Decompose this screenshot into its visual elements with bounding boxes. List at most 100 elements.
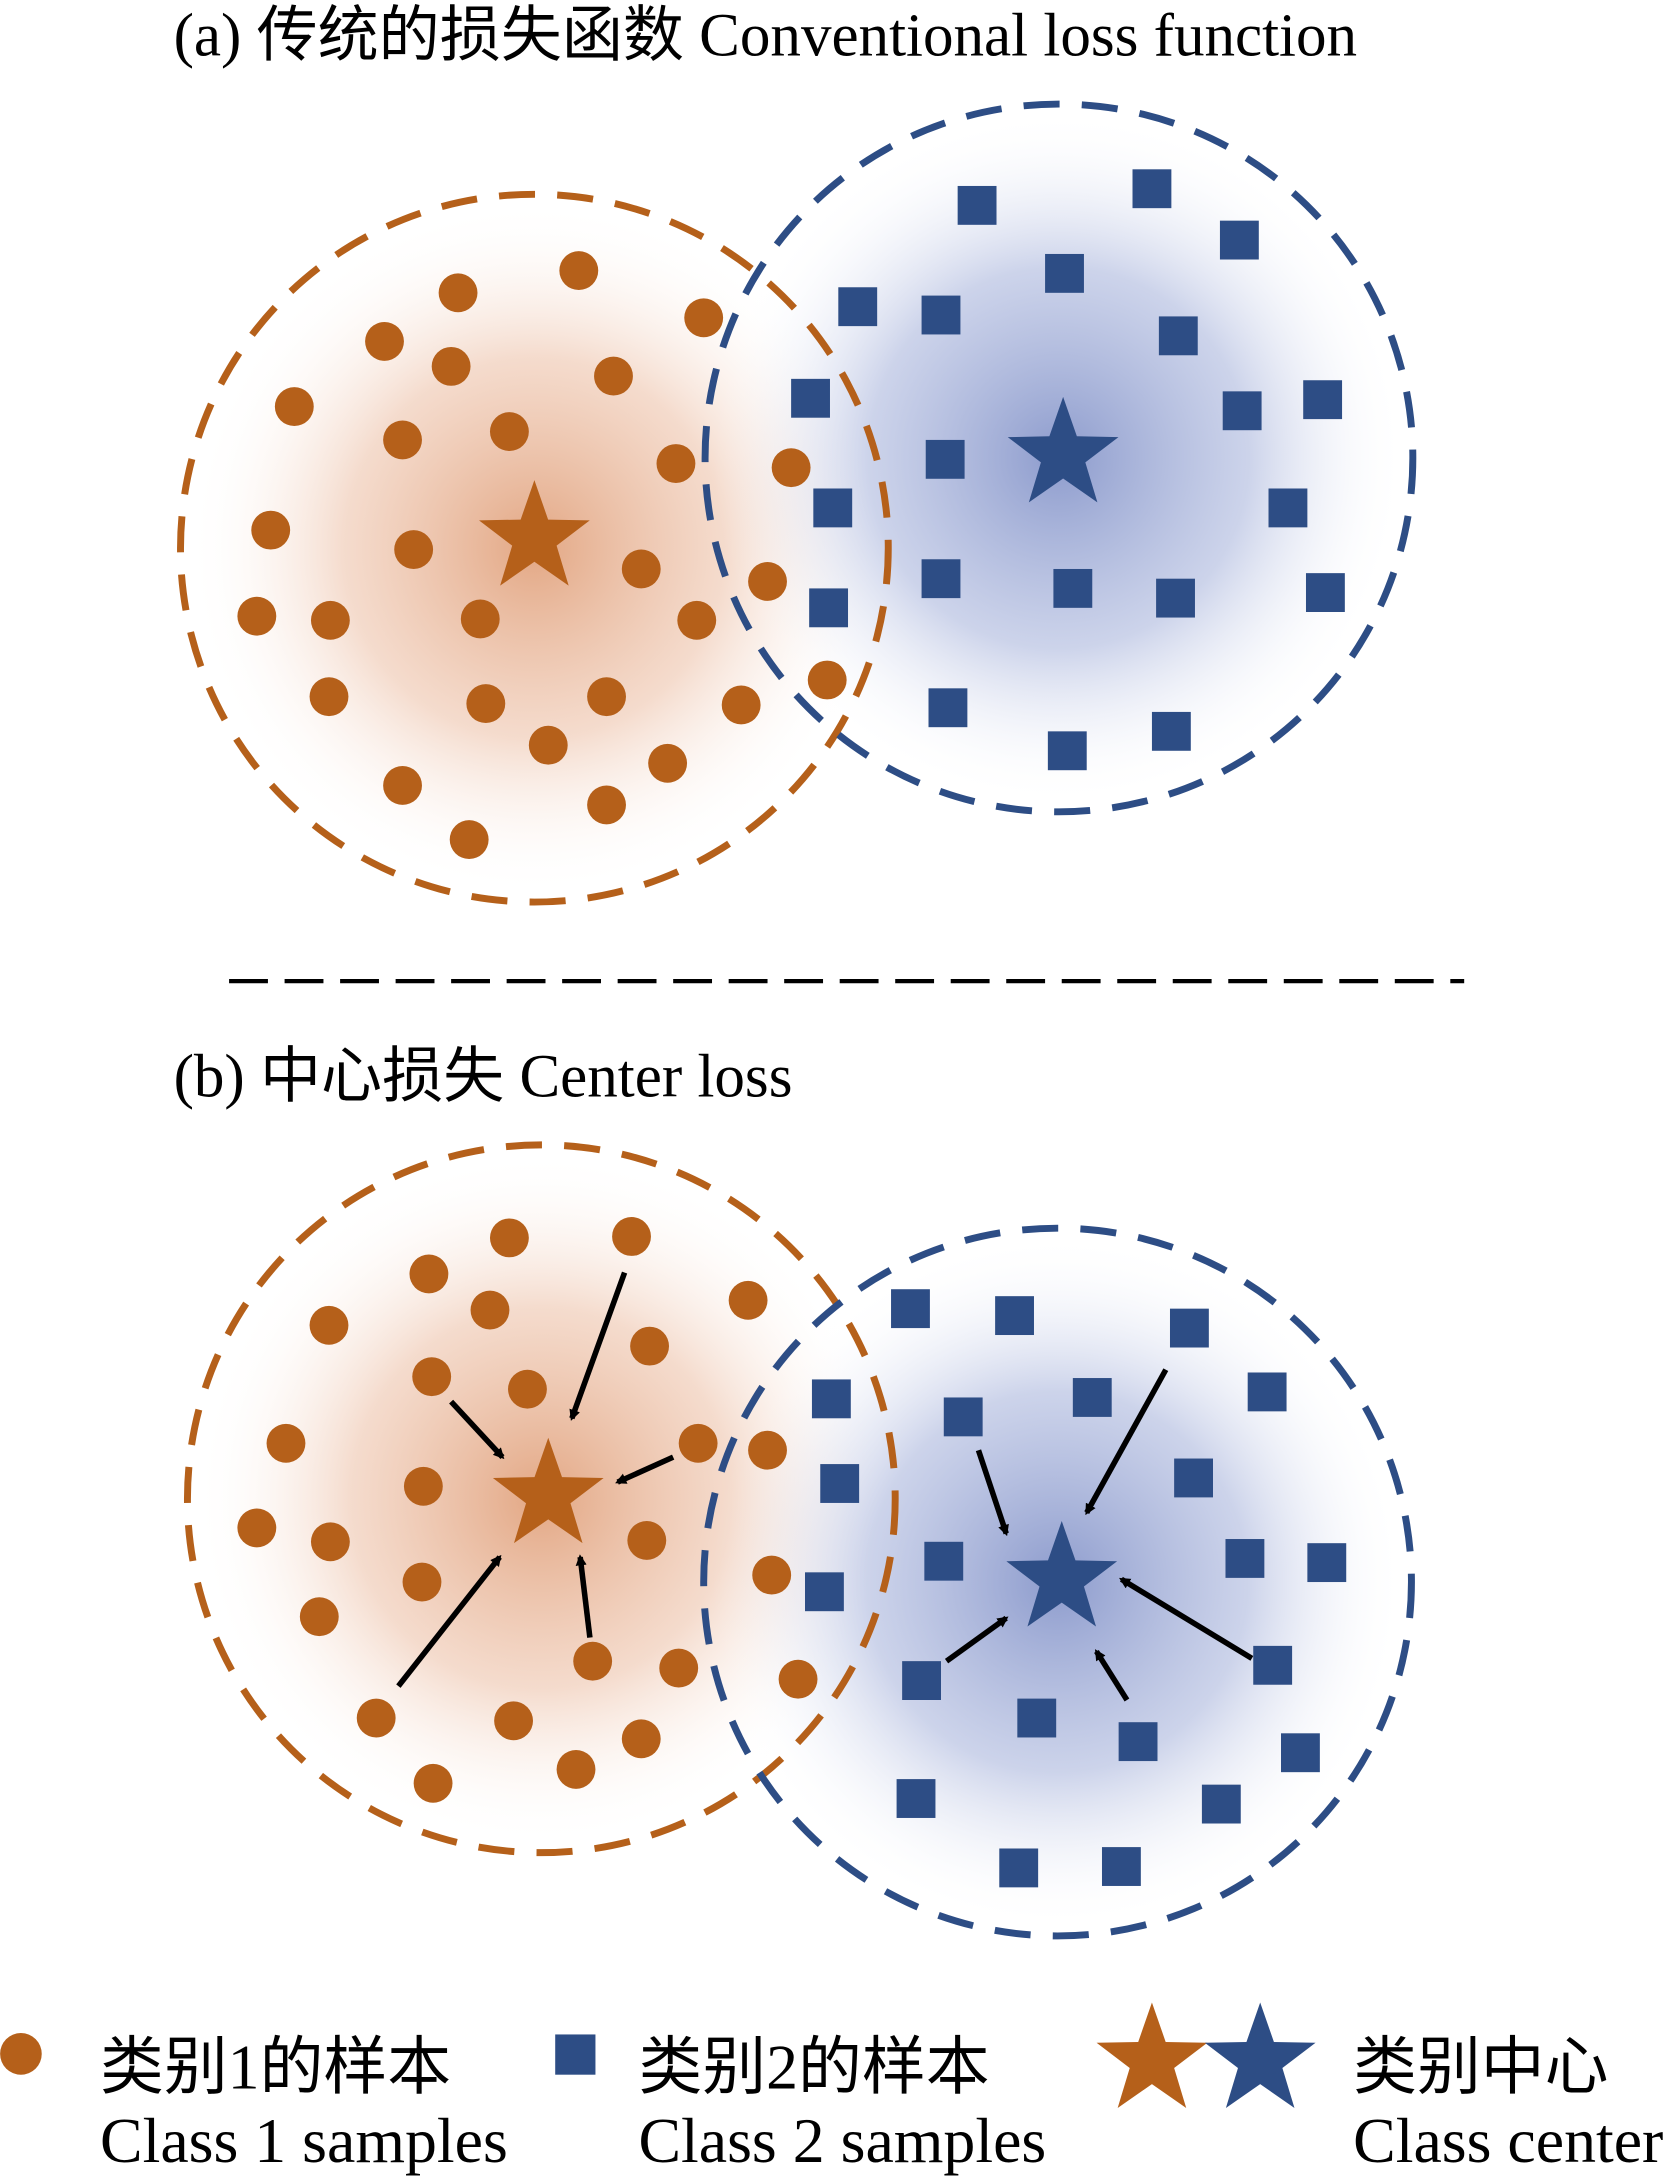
class1-sample [630, 1326, 669, 1366]
class2-boundary [700, 1224, 1415, 1940]
class2-sample [838, 287, 878, 327]
class1-sample [449, 820, 489, 860]
class2-sample [1158, 316, 1198, 356]
class2-sample [1053, 568, 1093, 608]
pull-arrow [1084, 1368, 1169, 1516]
class1-sample [612, 1217, 651, 1256]
class2-sample [1281, 1733, 1320, 1773]
class2-sample [1307, 1543, 1347, 1583]
class1-sample [627, 1520, 667, 1560]
class1-sample [721, 685, 761, 725]
pull-arrow [1119, 1576, 1254, 1661]
class2-boundary [701, 100, 1417, 816]
class1-sample [771, 448, 811, 488]
legend-class1-circle-icon [0, 2033, 42, 2075]
class1-sample [573, 1641, 613, 1681]
class2-sample [1247, 1372, 1287, 1412]
class1-sample [659, 1648, 699, 1688]
class1-center-star [492, 1437, 604, 1544]
class2-sample [1118, 1722, 1158, 1762]
class2-sample [820, 1464, 860, 1503]
class2-sample [999, 1848, 1039, 1888]
class2-sample [805, 1572, 844, 1612]
legend-class2-cn: 类别2的样本 [638, 2032, 989, 2103]
class1-sample [470, 1290, 510, 1330]
panel-a-title: (a) 传统的损失函数 Conventional loss function [174, 3, 1358, 70]
class1-sample [251, 510, 291, 550]
class1-sample [621, 1719, 661, 1759]
class1-sample [508, 1369, 547, 1409]
class1-sample [431, 346, 471, 386]
class1-sample [413, 1763, 453, 1803]
legend-class1-star-icon [1096, 2002, 1208, 2108]
class2-sample [1132, 169, 1172, 209]
class2-sample [891, 1289, 930, 1329]
class1-sample [237, 1508, 277, 1548]
pull-arrow [449, 1399, 505, 1460]
class2-sample [1222, 391, 1262, 431]
class1-sample [383, 766, 422, 805]
class2-sample [921, 295, 961, 335]
class1-sample [266, 1423, 306, 1463]
class2-sample [943, 1397, 983, 1437]
class1-sample [383, 420, 422, 460]
class1-sample [621, 549, 661, 589]
class2-sample [809, 588, 849, 628]
class2-sample [995, 1296, 1034, 1336]
class2-sample [1101, 1847, 1141, 1886]
legend-class1-cn: 类别1的样本 [100, 2032, 451, 2103]
class2-sample [1225, 1539, 1265, 1578]
class2-sample [811, 1379, 851, 1419]
class1-sample [494, 1701, 533, 1741]
class2-center-star [1006, 1520, 1118, 1627]
class1-sample [237, 596, 277, 636]
class1-sample [438, 273, 478, 313]
class2-sample [896, 1779, 936, 1818]
class1-sample [648, 743, 688, 783]
class2-sample [925, 439, 965, 479]
pull-arrow [615, 1454, 675, 1485]
class1-sample [310, 600, 350, 640]
pull-arrow [575, 1554, 593, 1638]
class1-sample [559, 251, 599, 291]
class1-sample [489, 412, 529, 452]
pull-arrow [396, 1554, 502, 1688]
class1-sample [587, 785, 626, 825]
class2-sample [1045, 253, 1084, 293]
pull-arrow [569, 1271, 628, 1421]
class2-sample [1253, 1645, 1293, 1685]
class1-sample [556, 1749, 596, 1789]
class2-sample [1303, 380, 1343, 420]
class1-sample [594, 356, 633, 396]
legend-center-en: Class center [1353, 2105, 1663, 2176]
class1-sample [365, 321, 404, 361]
class1-center-star [479, 480, 590, 586]
legend-class2-en: Class 2 samples [638, 2105, 1046, 2176]
class1-sample [309, 677, 349, 717]
class2-sample [1156, 578, 1195, 618]
class1-sample [752, 1555, 792, 1595]
class2-sample [1268, 488, 1308, 528]
class2-sample [1017, 1698, 1057, 1738]
class1-sample [309, 1305, 349, 1345]
class2-sample [1151, 711, 1191, 751]
class1-boundary [183, 1141, 899, 1857]
class1-sample [409, 1254, 449, 1294]
class2-sample [1201, 1784, 1241, 1824]
class2-sample [1305, 573, 1345, 612]
class1-sample [310, 1522, 350, 1562]
class2-sample [1219, 220, 1259, 260]
pull-arrow [975, 1449, 1009, 1537]
class2-sample [928, 688, 968, 728]
legend-class1-en: Class 1 samples [100, 2105, 508, 2176]
class2-sample [924, 1541, 964, 1581]
panel-a [177, 100, 1417, 906]
class1-sample [466, 684, 506, 724]
class1-sample [748, 1430, 787, 1470]
class1-sample [403, 1466, 443, 1506]
class1-sample [684, 298, 724, 338]
class1-sample [412, 1357, 452, 1397]
class2-sample [1169, 1308, 1209, 1348]
class1-boundary [177, 190, 892, 906]
